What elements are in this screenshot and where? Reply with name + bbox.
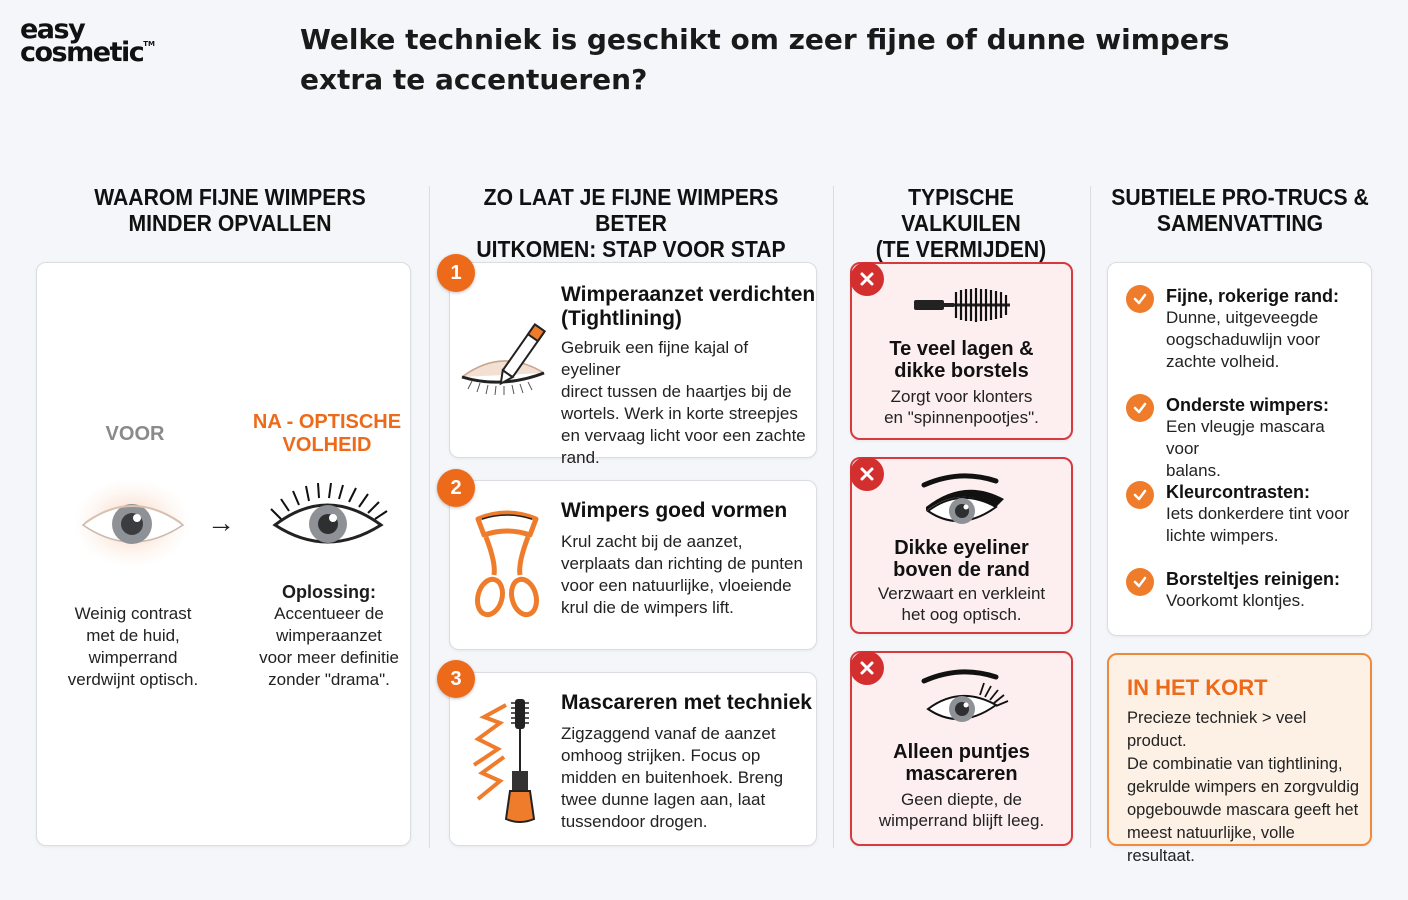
pitfall-1-title: Te veel lagen &dikke borstels (889, 338, 1034, 382)
step-number-2: 2 (437, 469, 475, 507)
outer-lashes-eye-icon (921, 669, 1009, 722)
check-icon (1126, 394, 1154, 422)
col-title-tips: SUBTIELE PRO-TRUCS &SAMENVATTING (1111, 184, 1369, 236)
thick-eyeliner-eye-icon (921, 473, 1004, 524)
check-icon (1126, 285, 1154, 313)
tip-item: Fijne, rokerige rand: Dunne, uitgeveegde… (1126, 285, 1358, 373)
mascara-brush-icon (914, 288, 1010, 322)
step-card-3: Mascareren met techniek Zigzaggend vanaf… (449, 672, 817, 846)
arrow-icon: → (207, 507, 235, 538)
summary-title: IN HET KORT (1127, 675, 1268, 700)
tip-item: Onderste wimpers: Een vleugje mascara vo… (1126, 394, 1358, 482)
page-question: Welke techniek is geschikt om zeer fijne… (300, 23, 1230, 96)
summary-body: Precieze techniek > veel product.De comb… (1127, 709, 1360, 865)
step-3-title: Mascareren met techniek (561, 691, 812, 714)
step-number-3: 3 (437, 660, 475, 698)
summary-card: IN HET KORT Precieze techniek > veel pro… (1107, 653, 1372, 865)
step-2-title: Wimpers goed vormen (561, 499, 788, 522)
pro-tips-card: Fijne, rokerige rand: Dunne, uitgeveegde… (1107, 262, 1372, 636)
column-divider (833, 186, 834, 848)
step-1-title: Wimperaanzet verdichten(Tightlining) (561, 283, 816, 330)
warning-x-icon (850, 457, 884, 491)
check-icon (1126, 568, 1154, 596)
eye-before-icon (74, 479, 190, 567)
step-card-1: Wimperaanzet verdichten(Tightlining) Geb… (449, 262, 817, 467)
eyeliner-pencil-icon (461, 323, 547, 396)
logo-line-2: cosmeticTM (20, 37, 155, 69)
warning-x-icon (850, 651, 884, 685)
logo-line-1: easy (20, 14, 86, 45)
column-divider (1090, 186, 1091, 848)
before-label: VOOR (105, 423, 165, 445)
warning-x-icon (850, 262, 884, 296)
tip-item: Borsteltjes reinigen: Voorkomt klontjes. (1126, 568, 1358, 612)
step-number-1: 1 (437, 254, 475, 292)
tip-item: Kleurcontrasten: Iets donkerdere tint vo… (1126, 481, 1358, 547)
pitfall-card-1: Te veel lagen &dikke borstels Zorgt voor… (850, 262, 1073, 440)
eyelash-curler-icon (475, 510, 539, 618)
step-2-body: Krul zacht bij de aanzet,verplaats dan r… (561, 532, 803, 617)
easy-cosmetic-logo: easy cosmeticTM (20, 14, 155, 69)
column-divider (429, 186, 430, 848)
check-icon (1126, 481, 1154, 509)
eye-after-icon (270, 483, 388, 544)
step-card-2: Wimpers goed vormen Krul zacht bij de aa… (449, 480, 817, 650)
mascara-icon (472, 699, 536, 823)
col-title-pitfalls: TYPISCHE VALKUILEN(TE VERMIJDEN) (875, 184, 1047, 262)
